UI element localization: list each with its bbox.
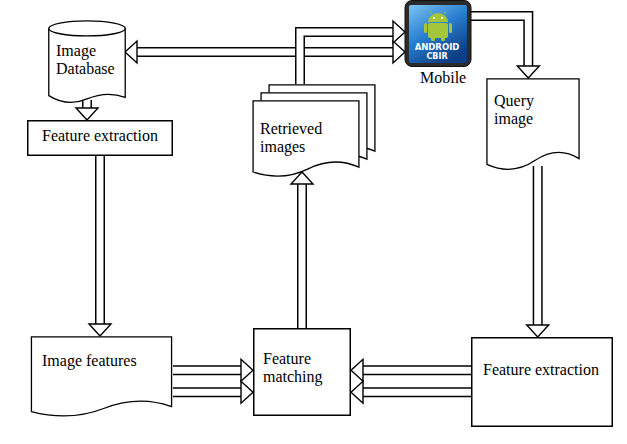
node-text-area: Image features [30, 336, 173, 370]
box-border [28, 121, 173, 156]
hollow-arrow [173, 359, 253, 381]
arrow-head [527, 325, 549, 337]
process-box: Feature extraction [471, 337, 613, 427]
android-robot [424, 11, 452, 41]
logo-text: CBIR [405, 53, 469, 61]
node-label: Feature extraction [483, 361, 599, 379]
arrow-outline [533, 166, 543, 326]
arrow-head [125, 41, 137, 63]
arrow-head [393, 41, 405, 63]
arrow-outline [297, 183, 307, 328]
process-box: Feature matching [253, 328, 351, 416]
arrow-hollow [471, 16, 528, 67]
arrow-head [393, 21, 405, 43]
hollow-arrow [76, 100, 98, 120]
node-label: Feature extraction [42, 127, 158, 145]
document-border [487, 79, 579, 169]
node-text-area: Feature extraction [27, 120, 173, 145]
arrow-outline [300, 32, 394, 84]
document-border [253, 101, 359, 176]
box-border [254, 329, 351, 416]
document-stack: Retrieved images [252, 84, 376, 180]
process-box: Feature extraction [27, 120, 173, 156]
arrow-head [241, 381, 253, 403]
hollow-arrow [351, 381, 471, 403]
device-caption: Mobile [420, 69, 466, 87]
arrow-hollow [97, 156, 104, 325]
arrow-hollow [173, 389, 242, 396]
hollow-arrow [89, 156, 111, 336]
arrow-hollow [362, 367, 471, 374]
arrow-head [76, 108, 98, 120]
hollow-arrow [125, 41, 405, 63]
node-label: Feature matching [263, 350, 345, 387]
arrow-outline [173, 387, 242, 397]
hollow-arrow [291, 172, 313, 328]
arrow-outline [173, 365, 242, 375]
phone-bezel [405, 1, 471, 67]
document-border [31, 337, 171, 416]
arrow-hollow [300, 32, 394, 84]
node-label: Image features [42, 352, 137, 370]
arrow-hollow [173, 367, 242, 374]
node-label: Query image [494, 92, 574, 129]
hollow-arrow [527, 166, 549, 337]
hollow-arrow [173, 381, 253, 403]
box-outline [471, 337, 613, 427]
node-text-area: Query image [486, 78, 580, 129]
arrow-hollow [299, 183, 306, 328]
document-shape: Image features [30, 336, 173, 420]
arrow-hollow [534, 166, 541, 326]
hollow-arrow [471, 16, 539, 78]
arrow-outline [95, 156, 105, 325]
node-text-area: Image Database [48, 20, 126, 79]
arrow-outline [362, 365, 471, 375]
arrow-outline [362, 387, 471, 397]
arrow-outline [471, 16, 528, 67]
node-text-area: Feature matching [253, 328, 351, 387]
node-label: Image Database [56, 42, 122, 79]
box-border [472, 338, 613, 427]
hollow-arrow [300, 21, 405, 84]
arrow-head [241, 359, 253, 381]
arrow-head [351, 381, 363, 403]
logo-text: ANDROID [405, 43, 469, 52]
node-text-area: Retrieved images [252, 84, 376, 157]
cylinder-body [49, 28, 125, 102]
node-label: Retrieved images [260, 120, 354, 157]
arrow-hollow [136, 49, 394, 56]
arrow-hollow [362, 389, 471, 396]
document-shape: Query image [486, 78, 580, 174]
arrow-head [351, 359, 363, 381]
doc-outline [30, 336, 173, 420]
database-cylinder: Image Database [48, 20, 126, 104]
arrow-head [89, 324, 111, 336]
arrow-outline [136, 47, 394, 57]
node-text-area: Feature extraction [471, 337, 613, 379]
hollow-arrow [351, 359, 471, 381]
arrow-head [517, 66, 539, 78]
cylinder-top [49, 21, 125, 36]
